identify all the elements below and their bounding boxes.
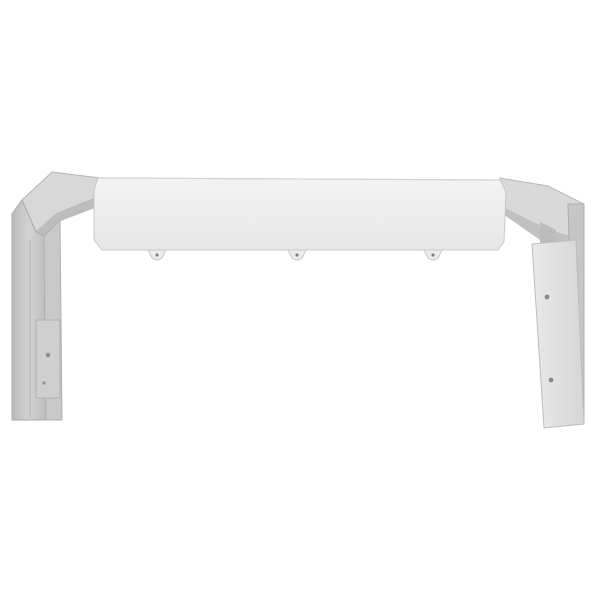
right-arm-hole-2 (548, 377, 554, 383)
right-arm-leg-channel (540, 222, 556, 246)
front-panel-tab-2-hole (295, 253, 299, 257)
left-arm (11, 171, 101, 421)
front-panel-face (93, 177, 507, 251)
right-arm (499, 177, 585, 429)
left-arm-slide-plate (35, 319, 61, 399)
front-panel-tab-3-hole (431, 253, 435, 257)
front-panel-tab-1-hole (155, 253, 159, 257)
front-panel-top-edge (97, 177, 501, 181)
right-arm-front-plate (531, 239, 585, 429)
front-panel (93, 177, 507, 261)
left-arm-top-inner (36, 196, 100, 236)
left-arm-screw-2 (42, 381, 46, 385)
left-arm-screw (45, 352, 51, 358)
right-arm-hole-1 (544, 294, 550, 300)
